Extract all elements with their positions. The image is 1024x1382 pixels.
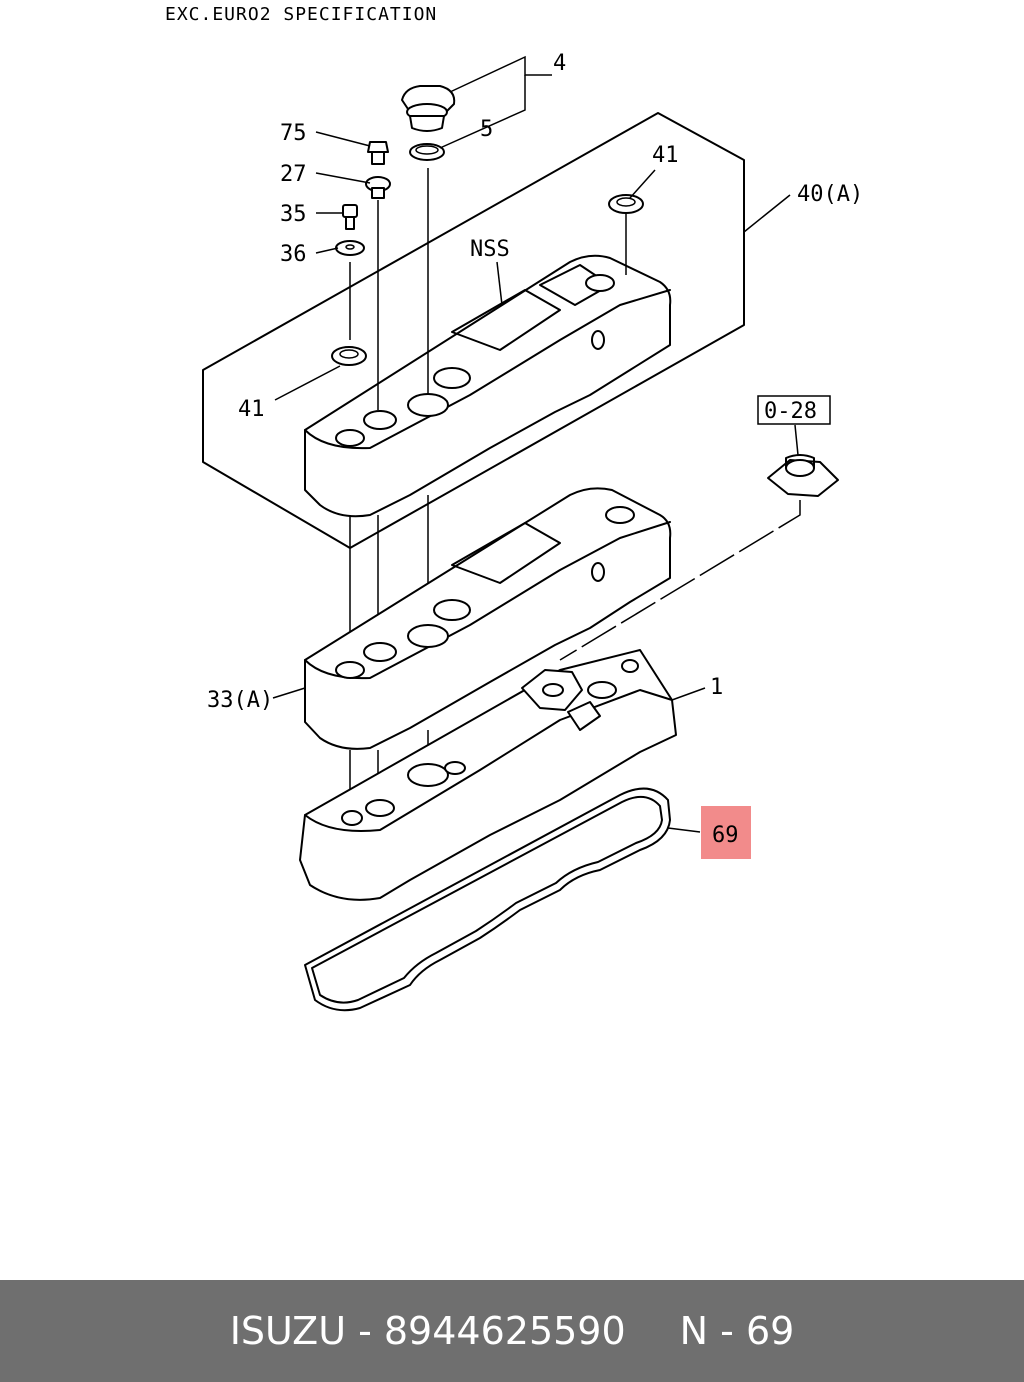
callout-75: 75 [280, 121, 307, 146]
footer-bar: ISUZU - 8944625590 N - 69 [0, 1280, 1024, 1382]
callout-0-28: 0-28 [764, 399, 817, 424]
breather-0-28 [767, 454, 839, 497]
callout-1: 1 [710, 675, 723, 700]
callout-41-left: 41 [238, 397, 265, 422]
head-cover-1 [299, 649, 677, 901]
callout-0-28-box [757, 395, 831, 425]
callout-35: 35 [280, 202, 307, 227]
nut-27 [365, 176, 391, 199]
bolt-75 [367, 141, 389, 165]
callout-27: 27 [280, 162, 307, 187]
callout-41-top: 41 [652, 143, 679, 168]
callout-69-highlight [701, 806, 751, 859]
callout-nss: NSS [470, 237, 510, 262]
leader-lines [272, 55, 799, 833]
footer-page-ref: N - 69 [679, 1309, 795, 1353]
upper-cover [304, 254, 672, 518]
assembly-40a-frame [202, 112, 745, 549]
spec-note: EXC.EURO2 SPECIFICATION [165, 4, 437, 25]
callout-33a: 33(A) [207, 688, 273, 713]
middle-cover-33a [304, 487, 672, 750]
bolt-35 [342, 204, 358, 230]
callout-36: 36 [280, 242, 307, 267]
parts-diagram: EXC.EURO2 SPECIFICATION [165, 4, 863, 1012]
grommet-41-left [331, 346, 367, 366]
callout-5: 5 [480, 117, 493, 142]
grommet-41-top [608, 194, 644, 214]
gasket-69 [304, 787, 671, 1012]
callout-40a: 40(A) [797, 182, 863, 207]
footer-brand-part: ISUZU - 8944625590 [229, 1309, 626, 1353]
washer-36 [335, 240, 365, 256]
callout-69: 69 [712, 823, 739, 848]
callout-4: 4 [553, 51, 566, 76]
oil-filler-cap [401, 85, 456, 132]
